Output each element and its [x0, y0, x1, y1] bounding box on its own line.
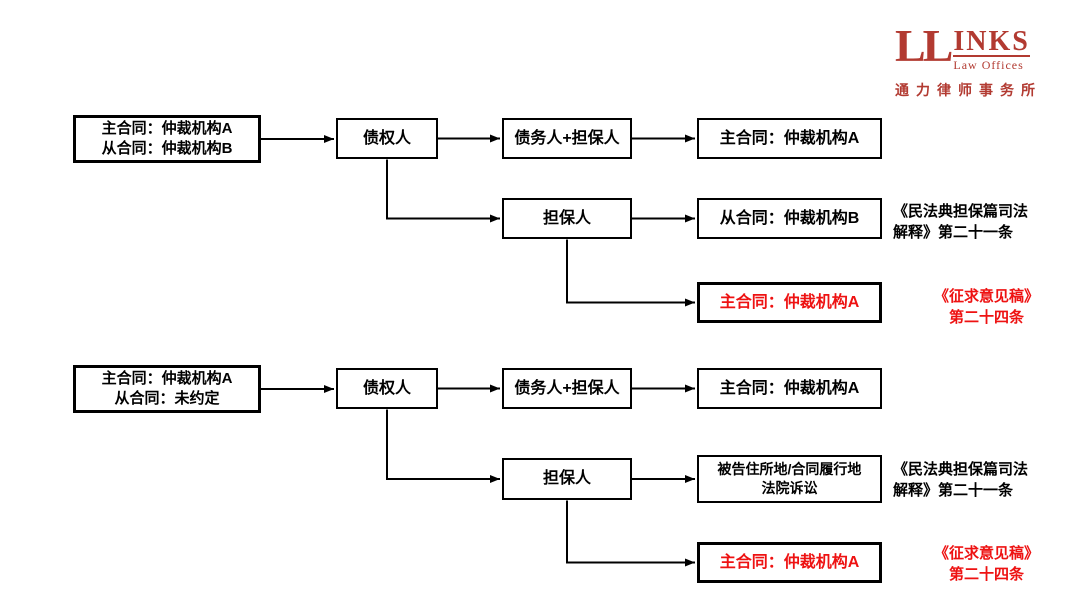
- note-text-line: 《征求意见稿》: [933, 288, 1039, 305]
- node-text-line: 从合同：未约定: [114, 390, 220, 407]
- note-text-line: 第二十四条: [948, 566, 1024, 583]
- logo-ll-text: LL: [895, 20, 953, 71]
- node-text-line: 从合同：仲裁机构B: [719, 209, 860, 227]
- connector-elbow: [566, 239, 695, 307]
- logo-inks-text: INKS: [953, 26, 1030, 57]
- note-text-line: 解释》第二十一条: [893, 482, 1014, 499]
- node-text-line: 从合同：仲裁机构B: [101, 140, 233, 157]
- note-text-line: 解释》第二十一条: [893, 224, 1014, 241]
- node-contracts-bottom: 主合同：仲裁机构A 从合同：未约定: [73, 365, 261, 413]
- node-text-line: 法院诉讼: [761, 480, 818, 496]
- logo-chinese-name: 通力律师事务所: [895, 82, 1042, 98]
- node-guarantor-top: 担保人: [502, 198, 632, 239]
- node-litigation-bottom: 被告住所地/合同履行地 法院诉讼: [697, 455, 882, 503]
- note-text-line: 《民法典担保篇司法: [893, 203, 1029, 220]
- note-text-line: 《民法典担保篇司法: [893, 461, 1029, 478]
- llinks-wordmark: LL INKS Law Offices: [895, 20, 1042, 73]
- llinks-logo: LL INKS Law Offices 通力律师事务所: [895, 20, 1042, 100]
- node-guarantor-bottom: 担保人: [502, 458, 632, 500]
- node-result-main-top: 主合同：仲裁机构A: [697, 118, 882, 159]
- connector-elbow: [386, 409, 500, 483]
- node-result-main-bottom: 主合同：仲裁机构A: [697, 368, 882, 409]
- node-result-red-top: 主合同：仲裁机构A: [697, 282, 882, 323]
- node-text-line: 主合同：仲裁机构A: [101, 370, 233, 387]
- node-result-red-bottom: 主合同：仲裁机构A: [697, 542, 882, 583]
- node-text-line: 主合同：仲裁机构A: [101, 120, 233, 137]
- connector-elbow: [566, 500, 695, 567]
- node-creditor-bottom: 债权人: [336, 368, 438, 409]
- node-debtor-guarantor-bottom: 债务人+担保人: [502, 368, 632, 409]
- node-contracts-top: 主合同：仲裁机构A 从合同：仲裁机构B: [73, 115, 261, 163]
- connector-elbow: [386, 159, 500, 223]
- logo-right-column: INKS Law Offices: [953, 26, 1030, 73]
- note-text-line: 第二十四条: [948, 309, 1024, 326]
- node-result-sub-top: 从合同：仲裁机构B: [697, 198, 882, 239]
- note-text-line: 《征求意见稿》: [933, 545, 1039, 562]
- logo-law-offices-text: Law Offices: [953, 55, 1030, 73]
- note-judicial-interpretation-bottom: 《民法典担保篇司法 解释》第二十一条: [893, 459, 1080, 501]
- node-debtor-guarantor-top: 债务人+担保人: [502, 118, 632, 159]
- note-judicial-interpretation-top: 《民法典担保篇司法 解释》第二十一条: [893, 201, 1080, 243]
- node-creditor-top: 债权人: [336, 118, 438, 159]
- node-text-line: 被告住所地/合同履行地: [717, 461, 862, 477]
- note-draft-opinion-bottom: 《征求意见稿》 第二十四条: [893, 543, 1080, 585]
- note-draft-opinion-top: 《征求意见稿》 第二十四条: [893, 286, 1080, 328]
